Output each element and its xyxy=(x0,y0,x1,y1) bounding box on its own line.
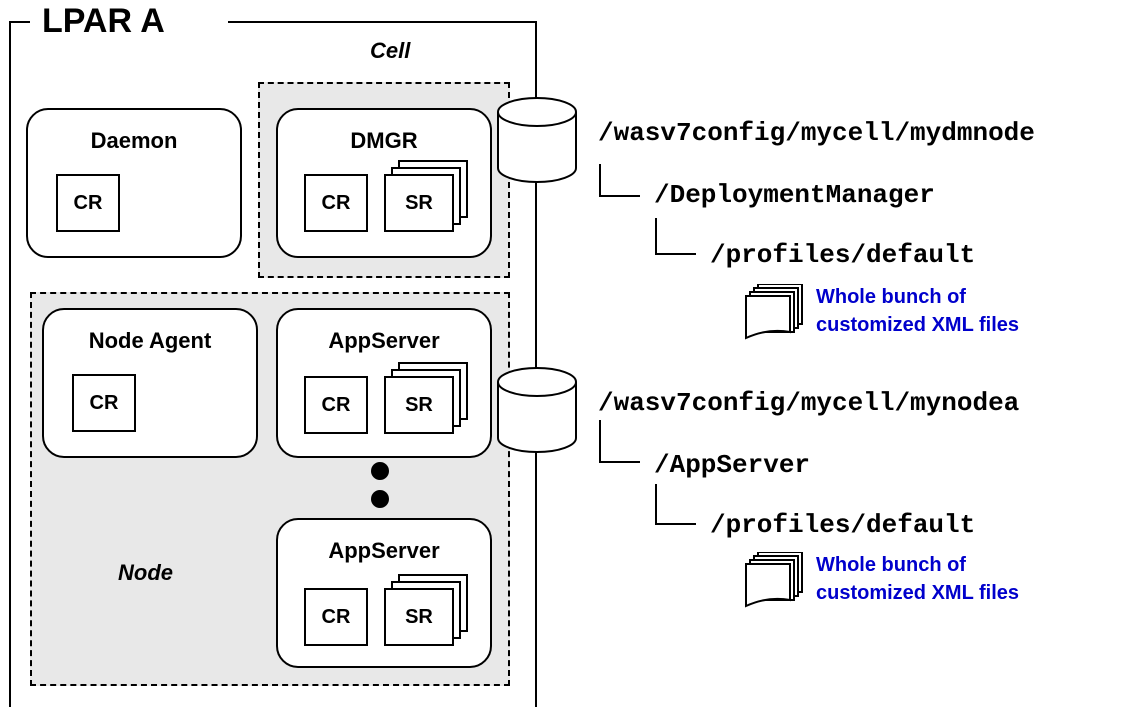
node-label: Node xyxy=(118,560,173,585)
node-config-sub-path: /AppServer xyxy=(654,450,811,480)
dmgr-cr: CR xyxy=(304,174,368,232)
daemon-title: Daemon xyxy=(90,128,178,153)
ellipsis-dots xyxy=(371,462,389,508)
daemon-cr: CR xyxy=(56,174,120,232)
cell-label: Cell xyxy=(370,38,411,63)
dmgr-sr: SR xyxy=(384,174,454,232)
dmgr-files-line2: customized XML files xyxy=(816,314,1020,336)
path-tree-lines xyxy=(599,164,696,525)
node-config-root-path: /wasv7config/mycell/mynodea xyxy=(598,388,1020,418)
dmgr-title: DMGR xyxy=(350,128,418,153)
dmgr-config-sub-path: /DeploymentManager xyxy=(654,180,935,210)
node-files-line1: Whole bunch of xyxy=(816,554,966,576)
lpar-frame xyxy=(9,21,537,707)
appserver-title-2: AppServer xyxy=(328,538,440,563)
appserver1-cr: CR xyxy=(304,376,368,434)
appserver2-cr: CR xyxy=(304,588,368,646)
node-files-line2: customized XML files xyxy=(816,582,1020,604)
node-agent-cr: CR xyxy=(72,374,136,432)
appserver1-sr: SR xyxy=(384,376,454,434)
dmgr-profile-path: /profiles/default xyxy=(710,240,976,270)
dmgr-files-line1: Whole bunch of xyxy=(816,286,966,308)
document-stack-icon-node xyxy=(744,551,806,608)
appserver2-sr: SR xyxy=(384,588,454,646)
database-icon-node xyxy=(497,367,577,453)
database-icon-cell xyxy=(497,97,577,183)
node-agent-title: Node Agent xyxy=(88,328,212,353)
document-stack-icon-dmgr xyxy=(744,283,806,340)
node-profile-path: /profiles/default xyxy=(710,510,976,540)
appserver-title-1: AppServer xyxy=(328,328,440,353)
lpar-title: LPAR A xyxy=(42,2,165,40)
dmgr-config-root-path: /wasv7config/mycell/mydmnode xyxy=(598,118,1035,148)
